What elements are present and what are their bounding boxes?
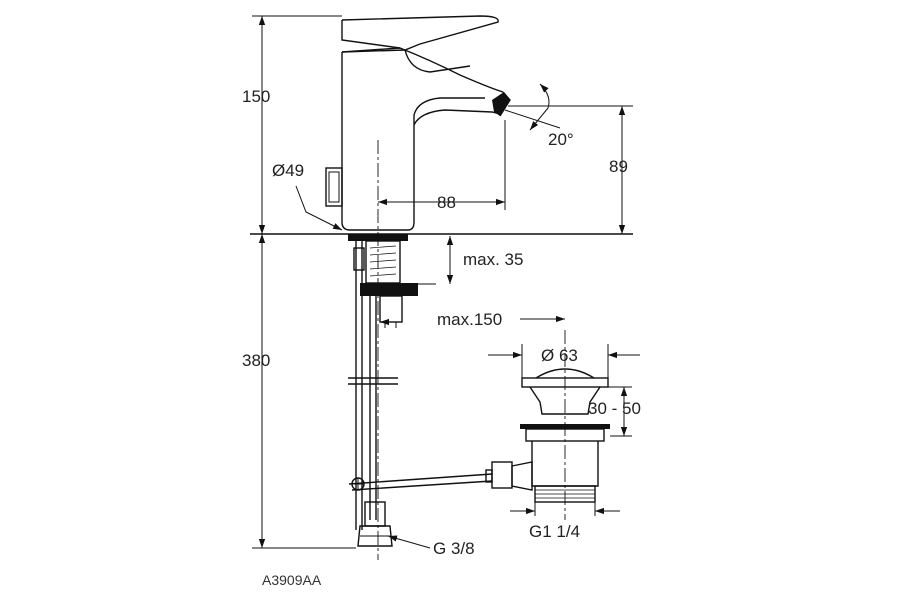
label-max-rod: max.150 [437,310,502,329]
drawing-reference: A3909AA [262,572,322,588]
label-waste-diameter: Ø 63 [541,346,578,365]
waste-assembly [485,330,610,520]
label-spout-height: 89 [609,157,628,176]
label-max-thickness: max. 35 [463,250,523,269]
label-spout-angle: 20° [548,130,574,149]
dimension-lines [252,15,640,549]
label-pipe-length: 380 [242,351,270,370]
label-hose-thread: G 3/8 [433,539,475,558]
label-waste-stroke: 30 - 50 [588,399,641,418]
label-waste-thread: G1 1/4 [529,522,580,541]
label-body-diameter: Ø49 [272,161,304,180]
label-spout-reach: 88 [437,193,456,212]
label-faucet-height: 150 [242,87,270,106]
mounting-assembly [348,240,493,547]
